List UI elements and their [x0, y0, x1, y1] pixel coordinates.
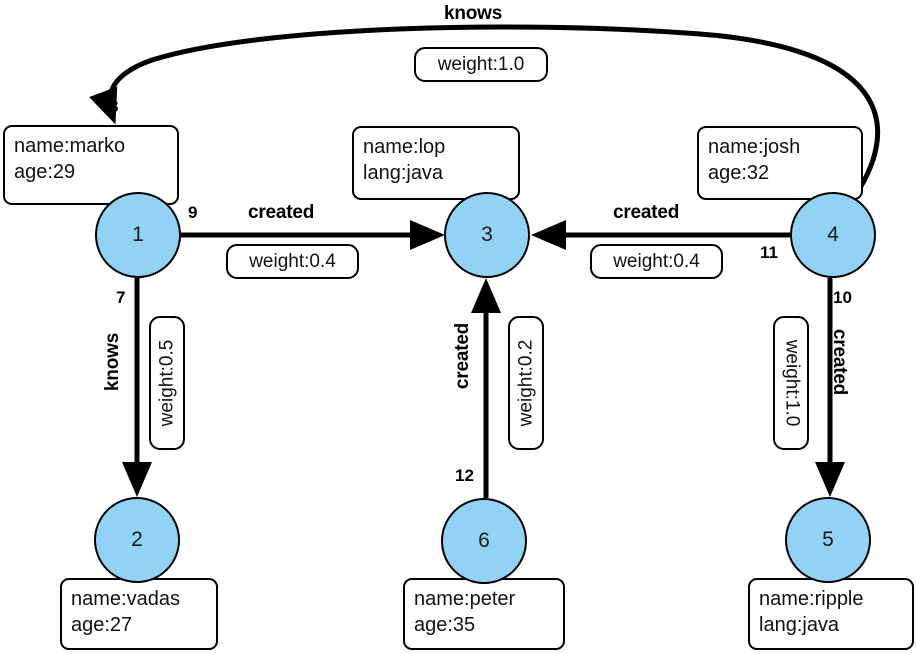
graph-node-5[interactable]: 5 [785, 497, 871, 583]
weight-text: weight:0.2 [515, 339, 536, 427]
prop-line: age:27 [71, 614, 133, 636]
weight-text: weight:1.0 [437, 53, 525, 75]
graph-node-4[interactable]: 4 [790, 192, 876, 278]
graph-node-3[interactable]: 3 [444, 192, 530, 278]
prop-line: lang:java [759, 614, 840, 636]
graph-node-1[interactable]: 1 [95, 192, 181, 278]
weight-text: weight:1.0 [781, 339, 802, 427]
prop-box-lop: name:lop lang:java [352, 126, 520, 200]
prop-box-vadas: name:vadas age:27 [60, 578, 218, 650]
prop-box-ripple: name:ripple lang:java [748, 578, 914, 650]
prop-line: age:29 [14, 161, 76, 183]
edge-id-8: 8 [109, 97, 119, 116]
edge-id-7: 7 [116, 288, 126, 307]
edge-label-created-9: created [248, 202, 315, 223]
edge-weight-9: weight:0.4 [226, 244, 359, 279]
prop-line: name:peter [414, 588, 516, 610]
edge-id-12: 12 [455, 466, 474, 485]
prop-line: name:josh [708, 136, 801, 158]
edge-label-knows-7: knows [102, 332, 124, 392]
edge-label-knows-8: knows [444, 3, 503, 24]
edge-id-11: 11 [760, 243, 778, 262]
prop-line: name:lop [363, 136, 446, 158]
edge-label-created-12: created [452, 322, 474, 390]
graph-node-2[interactable]: 2 [94, 497, 180, 583]
prop-box-josh: name:josh age:32 [697, 126, 863, 200]
edge-label-created-11: created [613, 202, 680, 223]
edge-id-10: 10 [833, 288, 852, 307]
graph-node-6[interactable]: 6 [441, 498, 527, 584]
prop-line: age:32 [708, 162, 770, 184]
edge-label-created-10: created [829, 328, 851, 396]
edge-weight-11: weight:0.4 [590, 244, 723, 279]
edge-weight-7: weight:0.5 [149, 316, 185, 450]
edge-weight-12: weight:0.2 [508, 316, 544, 450]
edge-weight-10: weight:1.0 [773, 316, 809, 450]
prop-line: age:35 [414, 614, 476, 636]
prop-box-marko: name:marko age:29 [3, 125, 179, 205]
weight-text: weight:0.5 [156, 339, 177, 427]
prop-line: name:vadas [71, 588, 180, 610]
weight-text: weight:0.4 [613, 250, 700, 272]
prop-line: name:ripple [759, 588, 864, 610]
edge-path-8 [89, 24, 880, 198]
edge-id-9: 9 [188, 203, 198, 222]
prop-line: name:marko [14, 135, 126, 157]
weight-text: weight:0.4 [249, 250, 336, 272]
prop-line: lang:java [363, 162, 444, 184]
edge-weight-8: weight:1.0 [414, 47, 548, 82]
prop-box-peter: name:peter age:35 [403, 578, 565, 650]
